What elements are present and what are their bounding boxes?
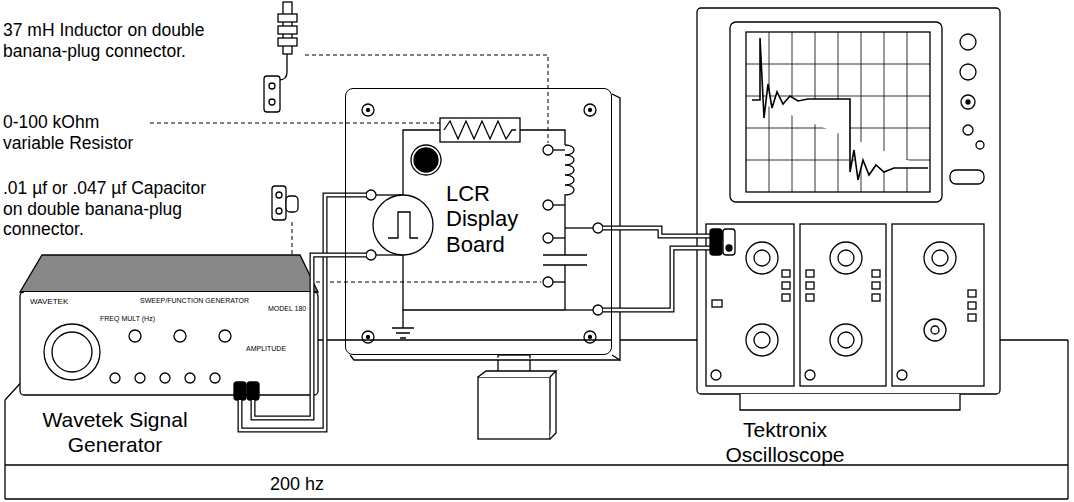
inductor-picture <box>264 2 297 112</box>
display-board: LCR Display Board <box>345 88 612 355</box>
frequency-label: 200 hz <box>270 474 350 495</box>
board-edge <box>350 94 620 360</box>
board-title: LCR Display Board <box>446 181 536 257</box>
leader-lines <box>150 55 548 282</box>
panel-text: AMPLITUDE <box>246 345 306 353</box>
device-label: Wavetek Signal Generator <box>15 408 215 458</box>
lcr-circuit <box>362 104 603 343</box>
generator-cables <box>240 195 366 430</box>
signal-generator <box>20 255 318 400</box>
board-stand <box>478 355 556 439</box>
capacitor-picture <box>272 186 298 220</box>
panel-text: WAVETEK <box>30 297 90 306</box>
panel-text: SWEEP/FUNCTION GENERATOR <box>140 297 270 305</box>
callout-text: .01 µf or .047 µf Capacitor on double ba… <box>3 178 208 240</box>
callout-text: 0-100 kOhm variable Resistor <box>3 112 143 153</box>
panel-text: MODEL 180 <box>268 305 316 313</box>
panel-text: FREQ MULT (Hz) <box>100 315 180 323</box>
device-label: Tektronix Oscilloscope <box>690 418 880 468</box>
callout-text: 37 mH Inductor on double banana-plug con… <box>3 20 253 61</box>
scope-cables <box>603 228 735 310</box>
oscilloscope <box>697 8 1000 410</box>
